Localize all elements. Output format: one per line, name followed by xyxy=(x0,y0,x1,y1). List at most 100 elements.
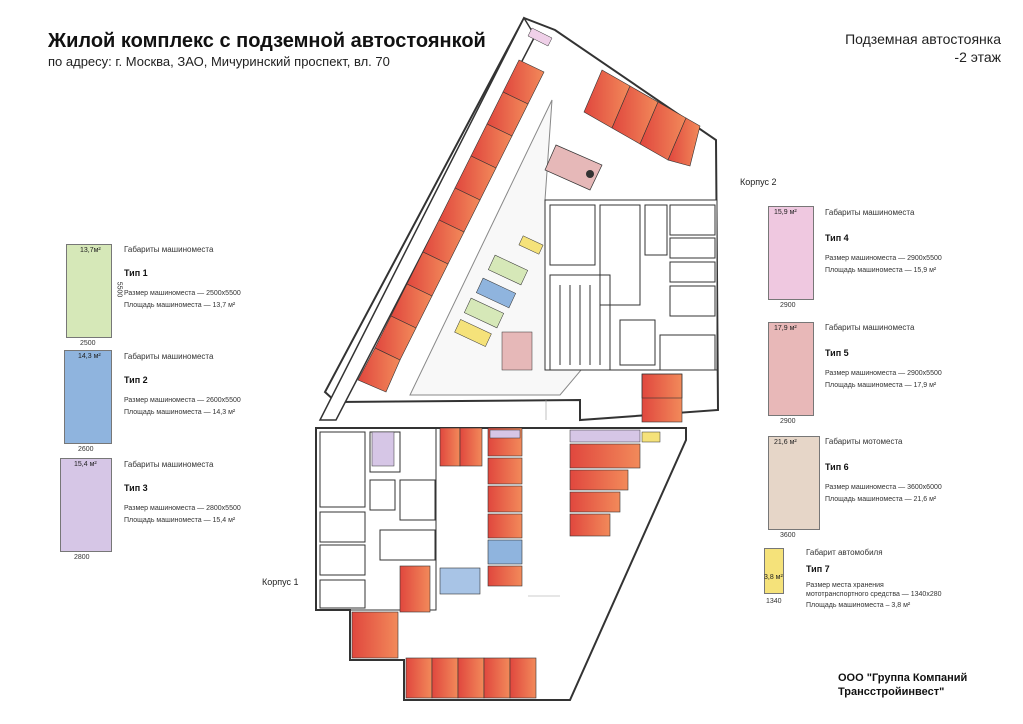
legend-box-area: 14,3 м² xyxy=(78,353,101,360)
legend-swatch xyxy=(764,548,784,594)
legend-box-area: 17,9 м² xyxy=(774,325,797,332)
legend-heading: Габарит автомобиля xyxy=(806,548,883,557)
legend-area: Площадь машиноместа — 17,9 м² xyxy=(825,382,937,389)
parking-slot xyxy=(483,657,511,699)
legend-type: Тип 6 xyxy=(825,462,849,472)
legend-width: 2800 xyxy=(74,554,90,561)
legend-swatch xyxy=(768,206,814,300)
type3-slot xyxy=(569,429,641,443)
legend-area: Площадь машиноместа — 15,4 м² xyxy=(124,517,236,524)
type2-slot xyxy=(439,567,481,595)
parking-slot xyxy=(357,347,401,393)
legend-box-area: 15,9 м² xyxy=(774,209,797,216)
legend-heading: Габариты машиноместа xyxy=(124,352,214,361)
legend-area: Площадь машиноместа — 13,7 м² xyxy=(124,302,236,309)
diagonal-parking-row xyxy=(357,59,545,393)
building-label-korpus1: Корпус 1 xyxy=(262,577,299,587)
legend-box-area: 15,4 м² xyxy=(74,461,97,468)
legend-type: Тип 3 xyxy=(124,483,148,493)
company-line2: Трансстройинвест" xyxy=(838,686,945,698)
legend-width: 3600 xyxy=(780,532,796,539)
type2-slot xyxy=(487,539,523,565)
plan-title-line2: -2 этаж xyxy=(954,49,1001,65)
type3-slot xyxy=(489,429,521,439)
parking-slot xyxy=(405,657,433,699)
parking-slot xyxy=(641,373,683,399)
legend-heading: Габариты машиноместа xyxy=(124,245,214,254)
type1-slot xyxy=(487,254,529,286)
type2-slot xyxy=(475,277,517,309)
parking-slot xyxy=(569,443,641,469)
legend-size: Размер машиноместа — 2900х5500 xyxy=(825,255,942,262)
legend-heading: Габариты машиноместа xyxy=(825,323,915,332)
legend-heading: Габариты машиноместа xyxy=(124,460,214,469)
legend-type: Тип 5 xyxy=(825,348,849,358)
korpus2-building xyxy=(544,199,718,371)
legend-swatch xyxy=(64,350,112,444)
legend-height: 5500 xyxy=(115,281,123,298)
parking-slot xyxy=(667,117,701,167)
legend-box-area: 13,7м² xyxy=(80,247,101,254)
legend-width: 2900 xyxy=(780,302,796,309)
legend-type: Тип 7 xyxy=(806,564,830,574)
page-title: Жилой комплекс с подземной автостоянкой xyxy=(48,30,486,52)
legend-area: Площадь машиноместа – 3,8 м² xyxy=(806,602,911,609)
parking-slot xyxy=(351,611,399,659)
type7-slot xyxy=(641,431,661,443)
legend-swatch xyxy=(60,458,112,552)
parking-slot xyxy=(487,513,523,539)
legend-size2: мототранспортного средства — 1340х280 xyxy=(806,591,942,598)
legend-width: 2600 xyxy=(78,446,94,453)
east-parking-group xyxy=(569,429,661,537)
center-parking-column xyxy=(439,427,523,587)
type6-slot xyxy=(544,144,603,191)
legend-width: 2900 xyxy=(780,418,796,425)
plan-title-line1: Подземная автостоянка xyxy=(845,31,1001,47)
plan-title: Подземная автостоянка -2 этаж xyxy=(741,30,1001,66)
type7-slot xyxy=(518,235,544,255)
legend-area: Площадь машиноместа — 14,3 м² xyxy=(124,409,236,416)
parking-slot xyxy=(459,427,483,467)
legend-type: Тип 2 xyxy=(124,375,148,385)
parking-slot xyxy=(569,513,611,537)
legend-size: Размер машиноместа — 2500х5500 xyxy=(124,290,241,297)
parking-slot xyxy=(399,565,431,613)
type1-slot xyxy=(463,297,505,329)
parking-slot xyxy=(487,565,523,587)
legend-box-area: 21,6 м² xyxy=(774,439,797,446)
legend-size: Размер машиноместа — 2800х5500 xyxy=(124,505,241,512)
legend-size: Размер машиноместа — 3600х6000 xyxy=(825,484,942,491)
legend-swatch xyxy=(768,436,820,530)
legend-type: Тип 1 xyxy=(124,268,148,278)
parking-slot xyxy=(457,657,485,699)
parking-slot xyxy=(509,657,537,699)
legend-width: 1340 xyxy=(766,598,782,605)
legend-area: Площадь машиноместа — 15,9 м² xyxy=(825,267,937,274)
parking-slot xyxy=(487,457,523,485)
legend-heading: Габариты машиноместа xyxy=(825,208,915,217)
bottom-parking-row xyxy=(405,657,537,699)
company-name: ООО "Группа Компаний Трансстройинвест" xyxy=(838,671,967,699)
parking-slot xyxy=(439,427,461,467)
type3-slot xyxy=(371,431,395,467)
parking-slot xyxy=(569,469,629,491)
type7-slot xyxy=(454,319,492,347)
legend-box-area: 3,8 м² xyxy=(764,574,783,581)
legend-heading: Габариты мотоместа xyxy=(825,437,903,446)
legend-area: Площадь машиноместа — 21,6 м² xyxy=(825,496,937,503)
legend-size: Размер машиноместа — 2900х5500 xyxy=(825,370,942,377)
legend-swatch xyxy=(66,244,112,338)
legend-swatch xyxy=(768,322,814,416)
type6-slot xyxy=(501,331,533,371)
moto-slot xyxy=(527,27,553,47)
north-parking-row xyxy=(583,69,701,167)
parking-slot xyxy=(569,491,621,513)
company-line1: ООО "Группа Компаний xyxy=(838,672,968,684)
legend-size: Размер места хранения xyxy=(806,582,884,589)
page-subtitle: по адресу: г. Москва, ЗАО, Мичуринский п… xyxy=(48,54,390,69)
legend-type: Тип 4 xyxy=(825,233,849,243)
parking-slot xyxy=(431,657,459,699)
car-icon xyxy=(586,170,594,178)
legend-width: 2500 xyxy=(80,340,96,347)
